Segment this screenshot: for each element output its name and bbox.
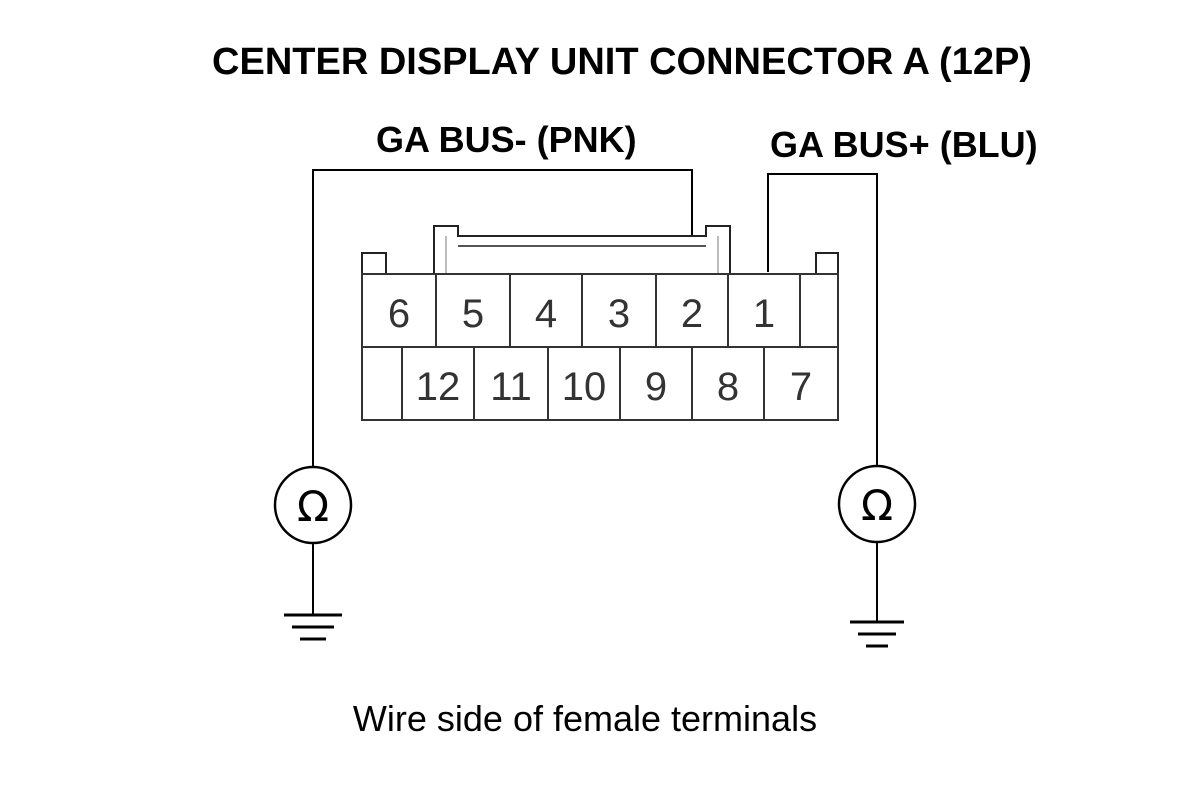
pin-label: 4 [535, 292, 557, 336]
ohm-symbol: Ω [861, 481, 893, 530]
pin-cavity-9 [619, 346, 693, 421]
pin-cavity-4 [509, 273, 583, 348]
pin-label: 1 [753, 292, 775, 336]
pin-label: 11 [490, 365, 532, 409]
pin-cavity-10 [547, 346, 621, 421]
connector-top-row [361, 273, 839, 348]
wire-ga-bus-minus [312, 169, 693, 466]
wire-ga-bus-plus [767, 173, 878, 466]
ground-icon [850, 620, 904, 648]
pin-label: 5 [462, 292, 484, 336]
ohmmeter-icon: Ω [273, 465, 353, 545]
blank-cavity-top [799, 273, 839, 348]
blank-cavity-bottom [361, 346, 403, 421]
pin-label: 10 [562, 365, 607, 409]
pin-label: 6 [388, 292, 410, 336]
ground-icon [284, 613, 342, 641]
pin-label: 12 [416, 365, 461, 409]
ohmmeter-icon: Ω [837, 464, 917, 544]
wire-label-ga-bus-plus: GA BUS+ (BLU) [770, 124, 1038, 165]
pin-label: 3 [608, 292, 630, 336]
diagram-caption: Wire side of female terminals [353, 698, 817, 739]
pin-cavity-11 [473, 346, 549, 421]
pin-label: 7 [790, 365, 812, 409]
pin-label: 8 [717, 365, 739, 409]
diagram-title: CENTER DISPLAY UNIT CONNECTOR A (12P) [212, 41, 1032, 83]
pin-label: 2 [681, 292, 703, 336]
wire-label-ga-bus-minus: GA BUS- (PNK) [376, 119, 637, 160]
pin-cavity-5 [435, 273, 511, 348]
connector-bottom-row [361, 346, 839, 421]
pin-cavity-2 [655, 273, 729, 348]
pin-label: 9 [645, 365, 667, 409]
pin-cavity-7 [763, 346, 839, 421]
ohm-symbol: Ω [297, 482, 329, 531]
